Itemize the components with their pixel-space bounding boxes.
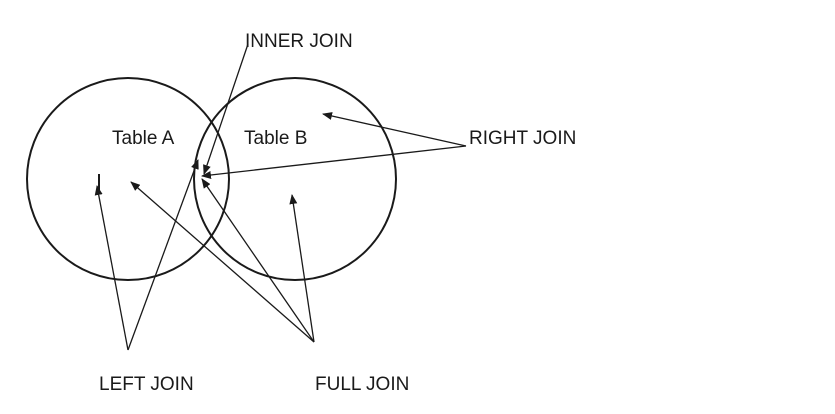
table-b-label: Table B bbox=[244, 128, 308, 149]
left-join-arrow-a bbox=[94, 185, 129, 351]
full-join-arrow-a bbox=[130, 181, 315, 343]
full-join-arrow-b bbox=[289, 194, 315, 343]
right-join-arrow-b bbox=[322, 112, 467, 147]
inner-join-arrow bbox=[203, 43, 249, 175]
left-join-arrow-intersection bbox=[127, 159, 199, 351]
full-join-arrow-intersection bbox=[201, 178, 315, 343]
table-a-label: Table A bbox=[112, 128, 175, 149]
left-join-label: LEFT JOIN bbox=[99, 374, 194, 395]
right-join-arrow-intersection bbox=[201, 145, 467, 179]
right-join-label: RIGHT JOIN bbox=[469, 128, 577, 149]
table-a-circle bbox=[26, 77, 230, 281]
table-b-circle bbox=[193, 77, 397, 281]
inner-join-label: INNER JOIN bbox=[245, 31, 353, 52]
full-join-label: FULL JOIN bbox=[315, 374, 410, 395]
